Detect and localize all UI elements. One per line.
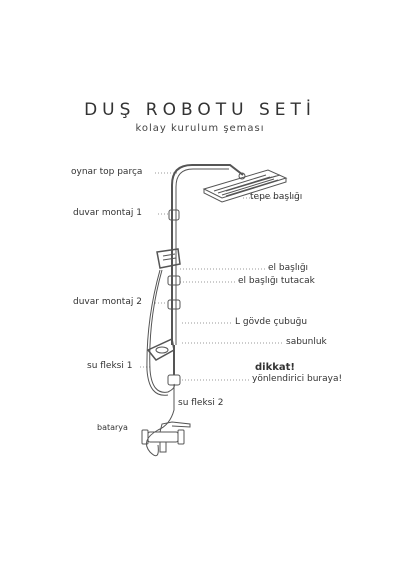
- label-oynar-top: oynar top parça: [71, 167, 143, 177]
- diagram-subtitle: kolay kurulum şeması: [135, 123, 265, 134]
- hand-shower-head: [156, 248, 181, 269]
- wall-bracket-2: [167, 299, 181, 310]
- diverter: [167, 374, 181, 386]
- label-el-basligi: el başlığı: [268, 263, 309, 273]
- label-sabunluk: sabunluk: [286, 337, 327, 347]
- hand-shower-holder: [167, 275, 181, 286]
- ball-joint: [238, 172, 246, 180]
- label-duvar-montaj-2: duvar montaj 2: [73, 297, 142, 307]
- diagram-title: DUŞ ROBOTU SETİ: [84, 100, 316, 120]
- label-duvar-montaj-1: duvar montaj 1: [73, 208, 142, 218]
- label-yonlendirici: yönlendirici buraya!: [252, 374, 343, 384]
- label-su-fleksi-1: su fleksi 1: [87, 361, 133, 371]
- shower-arm: [171, 164, 244, 345]
- label-dikkat: dikkat!: [255, 362, 295, 373]
- label-batarya: batarya: [97, 423, 128, 432]
- label-l-govde: L gövde çubuğu: [235, 317, 308, 327]
- soap-dish: [146, 337, 175, 361]
- label-el-basligi-tutacak: el başlığı tutacak: [238, 276, 315, 286]
- label-tepe-basligi: tepe başlığı: [250, 192, 303, 202]
- label-su-fleksi-2: su fleksi 2: [178, 398, 224, 408]
- mixer-tap: [141, 421, 191, 453]
- rain-head: [202, 169, 288, 203]
- wall-bracket-1: [168, 209, 180, 221]
- leader-lines: [140, 172, 300, 381]
- hose-1: [149, 269, 175, 393]
